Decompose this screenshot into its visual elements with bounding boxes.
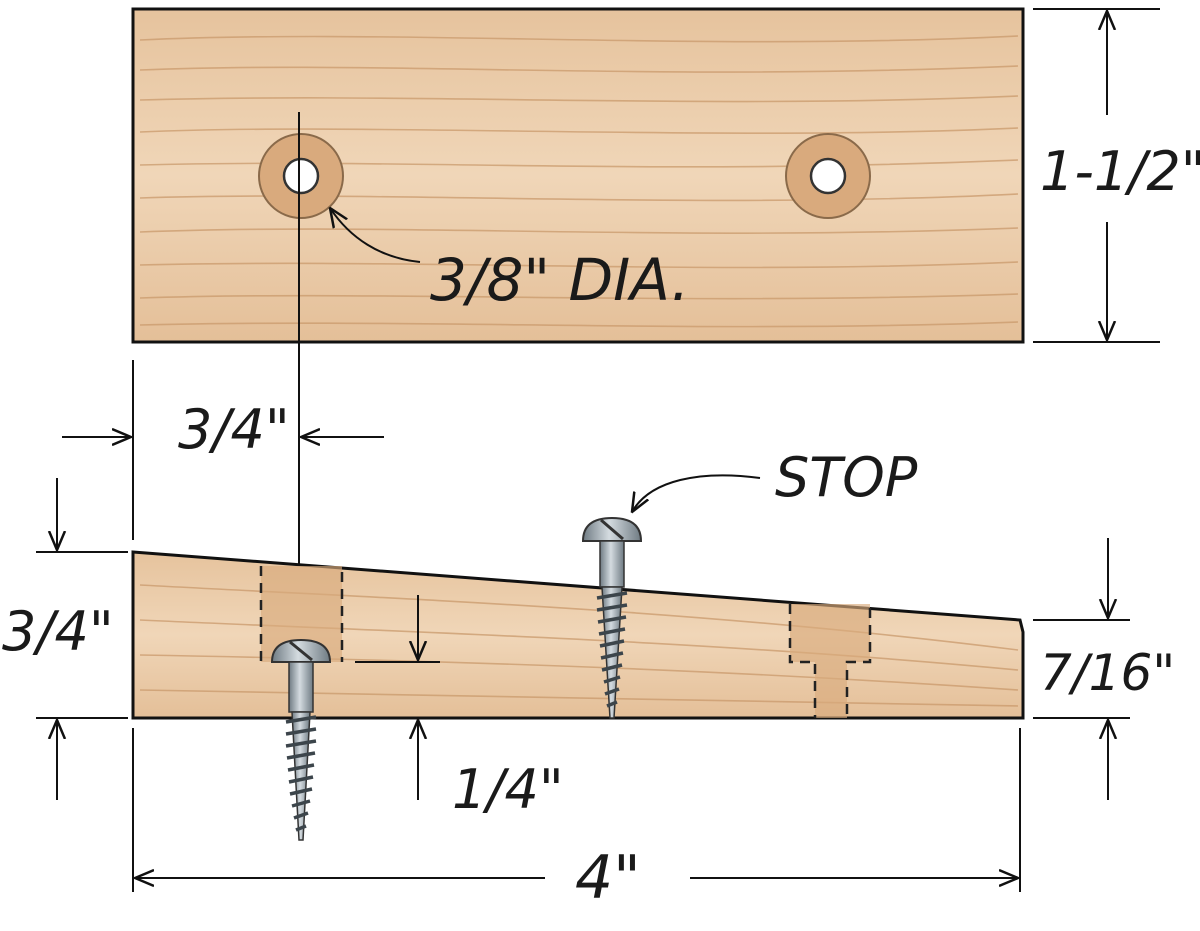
- right-thickness-label: 7/16": [1040, 644, 1175, 702]
- mounting-screw: [270, 638, 332, 841]
- length-dimension: [132, 728, 1021, 892]
- left-thickness-dimension: [36, 478, 128, 800]
- top-view-block: [131, 7, 1025, 344]
- height-dimension: [1033, 8, 1160, 343]
- side-view-block: [131, 550, 1025, 720]
- left-thickness-label: 3/4": [2, 600, 114, 663]
- stop-leader: [632, 474, 761, 512]
- height-label: 1-1/2": [1040, 140, 1200, 203]
- screw-depth-label: 1/4": [452, 758, 564, 821]
- hole-dia-label: 3/8" DIA.: [430, 246, 689, 314]
- side-counterbore-right: [788, 604, 872, 718]
- offset-label: 3/4": [178, 398, 290, 461]
- screw-depth-dimension: [355, 595, 440, 800]
- length-label: 4": [575, 843, 641, 913]
- counterbore-hole-left: [258, 133, 344, 219]
- stop-label: STOP: [775, 446, 918, 509]
- top-view-grain: [139, 35, 1019, 328]
- counterbore-hole-right: [785, 133, 871, 219]
- right-thickness-dimension: [1033, 538, 1130, 800]
- offset-dimension: [62, 360, 384, 540]
- hole-dia-leader: [330, 208, 421, 263]
- stop-screw: [581, 516, 643, 719]
